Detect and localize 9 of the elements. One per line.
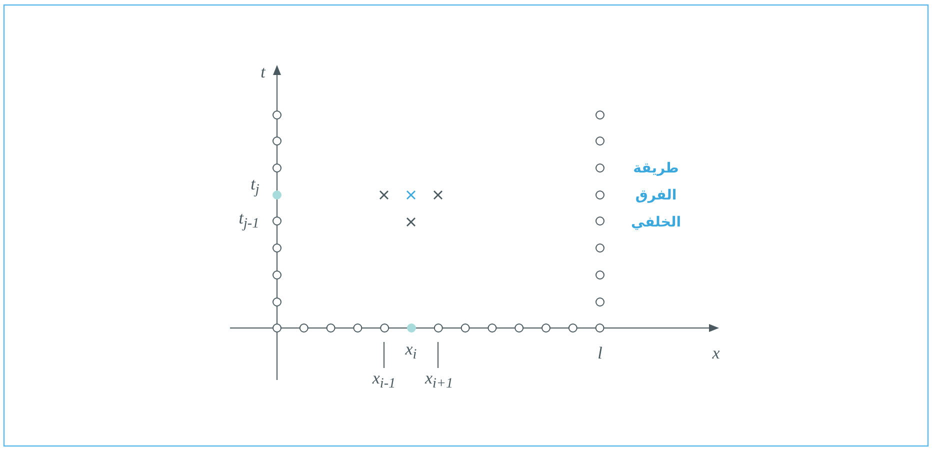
tick-label: x$_{i-1}$ <box>372 368 396 394</box>
tick-label: x$_{i}$ <box>405 339 417 365</box>
tick-label: x$_{i+1}$ <box>424 368 454 394</box>
tick-label: t$_{j}$ <box>250 174 260 200</box>
axis-label: x <box>712 344 720 362</box>
tick-label: t$_{j-1}$ <box>238 208 260 234</box>
axis-label: t <box>260 62 266 82</box>
method-caption: طريقة الفرق الخلفي <box>630 160 682 232</box>
tick-label: l <box>598 344 602 362</box>
